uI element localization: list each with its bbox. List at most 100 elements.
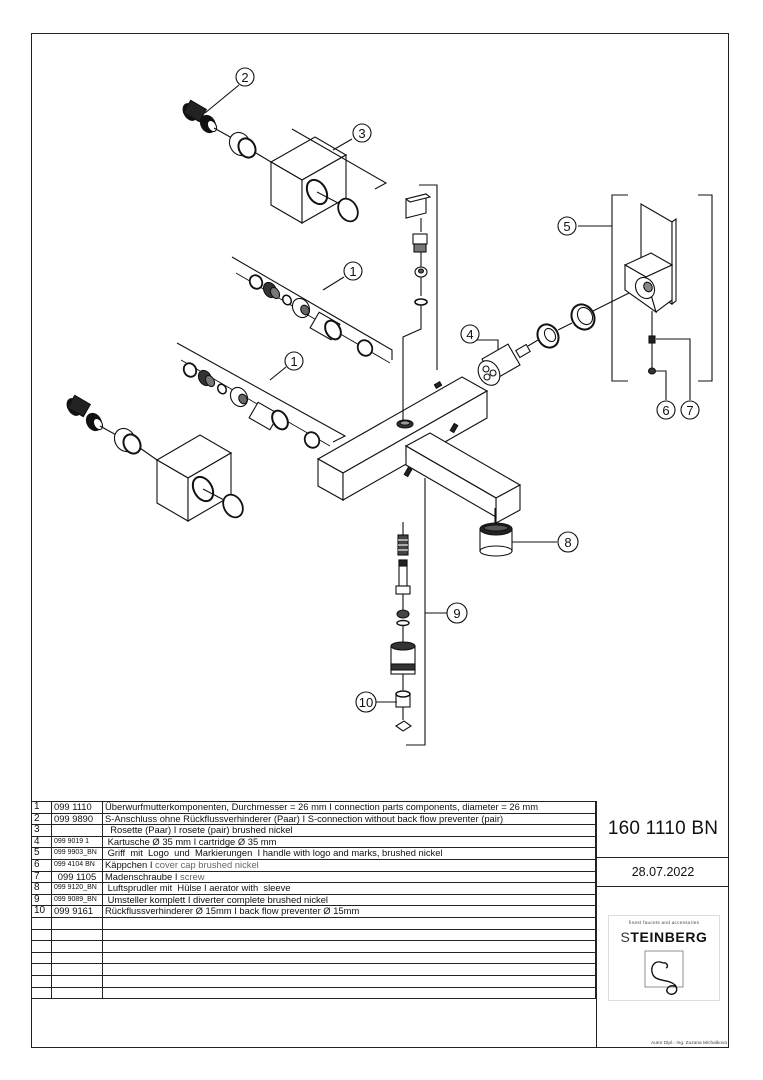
parts-row-empty bbox=[31, 974, 596, 988]
part-code bbox=[51, 824, 103, 837]
part-description bbox=[102, 974, 596, 988]
part-description bbox=[102, 951, 596, 965]
part-description: Madenschraube I screw bbox=[102, 870, 596, 884]
s-connection-bottom bbox=[66, 394, 244, 522]
s-connection-top bbox=[182, 99, 359, 224]
part-description bbox=[102, 940, 596, 953]
parts-row-empty bbox=[31, 940, 596, 953]
cartridge bbox=[474, 285, 644, 386]
part-position bbox=[31, 940, 52, 953]
steinberg-s-mark-icon bbox=[644, 950, 684, 995]
title-block: 160 1110 BN 28.07.2022 finest faucets an… bbox=[596, 801, 729, 1048]
part-position bbox=[31, 974, 52, 988]
part-position: 3 bbox=[31, 824, 52, 837]
product-number-cell: 160 1110 BN bbox=[597, 801, 729, 858]
part-code: 099 9903_BN bbox=[51, 847, 103, 860]
part-description bbox=[102, 916, 596, 930]
connection-parts-lower bbox=[176, 342, 347, 449]
part-position: 6 bbox=[31, 858, 52, 872]
parts-row-empty bbox=[31, 928, 596, 942]
part-description: S-Anschluss ohne Rückflussverhinderer (P… bbox=[102, 812, 596, 826]
svg-text:4: 4 bbox=[466, 327, 473, 342]
part-code bbox=[51, 928, 103, 942]
part-code bbox=[51, 940, 103, 953]
handle-assembly bbox=[611, 194, 713, 400]
part-code: 099 1110 bbox=[51, 801, 103, 814]
svg-text:5: 5 bbox=[563, 219, 570, 234]
part-code: 099 9890 bbox=[51, 812, 103, 826]
part-code: 099 9161 bbox=[51, 905, 103, 918]
callout-leaders bbox=[204, 84, 612, 381]
callout-1-upper: 1 bbox=[343, 261, 363, 281]
part-position: 8 bbox=[31, 882, 52, 895]
drawing-sheet-frame bbox=[31, 33, 729, 1048]
part-position: 9 bbox=[31, 893, 52, 907]
callout-10: 10 bbox=[355, 691, 377, 713]
part-description: Rückflussverhinderer Ø 15mm I back flow … bbox=[102, 905, 596, 918]
connection-parts-upper bbox=[231, 256, 393, 364]
part-description bbox=[102, 928, 596, 942]
callout-8: 8 bbox=[557, 531, 579, 553]
part-position: 5 bbox=[31, 847, 52, 860]
callout-5: 5 bbox=[557, 216, 577, 236]
part-position: 10 bbox=[31, 905, 52, 918]
svg-text:2: 2 bbox=[241, 70, 248, 85]
part-description bbox=[102, 986, 596, 1000]
part-code: 099 4104 BN bbox=[51, 858, 103, 872]
part-description-text: Luftsprudler mit Hülse I aerator with sl… bbox=[105, 882, 291, 894]
part-position: 1 bbox=[31, 801, 52, 814]
rosette-bracket bbox=[291, 128, 388, 190]
part-description: Griff mit Logo und Markierungen I handle… bbox=[102, 847, 596, 860]
part-description-text: Überwurfmutterkomponenten, Durchmesser =… bbox=[105, 801, 539, 812]
callout-1-lower: 1 bbox=[284, 351, 304, 371]
part-code: 099 9120_BN bbox=[51, 882, 103, 895]
date-cell: 28.07.2022 bbox=[597, 858, 729, 887]
mixer-body bbox=[316, 376, 522, 524]
part-description: Rosette (Paar) I rosete (pair) brushed n… bbox=[102, 824, 596, 837]
part-description: Umsteller komplett I diverter complete b… bbox=[102, 893, 596, 907]
part-description-text: Rosette (Paar) I rosete (pair) brushed n… bbox=[105, 824, 293, 836]
part-position bbox=[31, 916, 52, 930]
parts-row-empty bbox=[31, 986, 596, 1000]
part-code: 099 9089_BN bbox=[51, 893, 103, 907]
product-number: 160 1110 BN bbox=[607, 818, 719, 839]
callout-4: 4 bbox=[460, 324, 480, 344]
svg-text:8: 8 bbox=[564, 535, 571, 550]
part-description: Überwurfmutterkomponenten, Durchmesser =… bbox=[102, 801, 596, 814]
callout-7: 7 bbox=[680, 400, 700, 420]
part-code: 099 1105 bbox=[51, 870, 103, 884]
part-description-text: Käppchen I bbox=[105, 859, 156, 870]
part-description-text: Kartusche Ø 35 mm I cartridge Ø 35 mm bbox=[105, 836, 277, 847]
aerator bbox=[479, 508, 557, 557]
part-position bbox=[31, 986, 52, 1000]
part-code bbox=[51, 986, 103, 1000]
callout-6: 6 bbox=[656, 400, 676, 420]
diverter-assembly bbox=[375, 478, 447, 746]
part-position: 2 bbox=[31, 812, 52, 826]
part-description: Luftsprudler mit Hülse I aerator with sl… bbox=[102, 882, 596, 895]
parts-row-empty bbox=[31, 951, 596, 965]
part-position: 7 bbox=[31, 870, 52, 884]
svg-text:9: 9 bbox=[453, 606, 460, 621]
drawing-date: 28.07.2022 bbox=[631, 865, 695, 879]
part-description-text: S-Anschluss ohne Rückflussverhinderer (P… bbox=[105, 813, 504, 824]
part-position bbox=[31, 928, 52, 942]
svg-text:3: 3 bbox=[358, 126, 365, 141]
brand-name: STEINBERG bbox=[620, 929, 708, 945]
part-description bbox=[102, 963, 596, 976]
author-credit: Autor Dipl.- Ing. Zuzana Michalkova bbox=[651, 1041, 727, 1046]
part-code bbox=[51, 963, 103, 976]
callout-9: 9 bbox=[446, 602, 468, 624]
part-code bbox=[51, 951, 103, 965]
part-code bbox=[51, 974, 103, 988]
exploded-view-drawing: 1 1 2 3 4 5 6 7 8 9 10 bbox=[66, 67, 713, 746]
part-description-english: cover cap brushed nickel bbox=[155, 859, 259, 870]
